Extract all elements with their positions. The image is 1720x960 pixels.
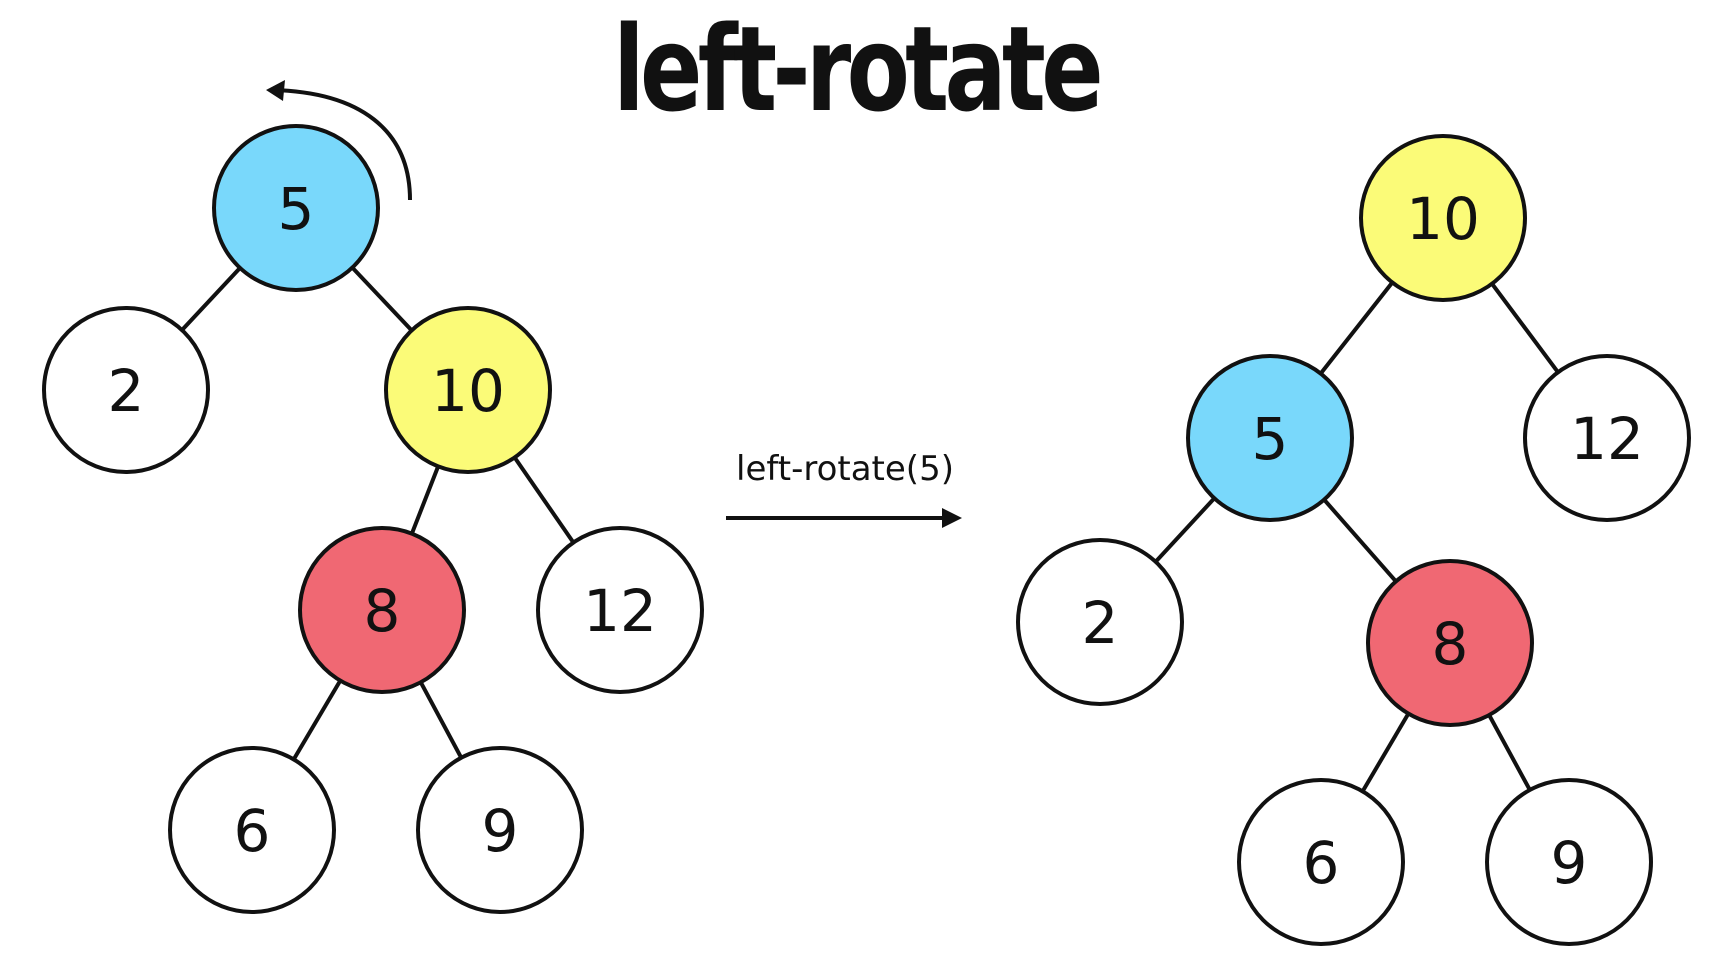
before-node-label: 9 <box>482 797 519 865</box>
before-node-circle <box>416 746 584 914</box>
after-node-6: 6 <box>1237 778 1405 946</box>
before-node-6: 6 <box>168 746 336 914</box>
after-node-2: 2 <box>1016 538 1184 706</box>
before-node-label: 6 <box>234 797 271 865</box>
before-node-circle <box>384 306 552 474</box>
before-node-circle <box>536 526 704 694</box>
after-node-label: 2 <box>1082 589 1119 657</box>
before-node-12: 12 <box>536 526 704 694</box>
after-node-label: 10 <box>1406 185 1480 253</box>
after-node-circle <box>1359 134 1527 302</box>
after-node-circle <box>1186 354 1354 522</box>
before-node-label: 2 <box>108 357 145 425</box>
after-node-9: 9 <box>1485 778 1653 946</box>
before-node-label: 8 <box>364 577 401 645</box>
after-node-circle <box>1016 538 1184 706</box>
after-node-label: 8 <box>1432 610 1469 678</box>
page-title: left-rotate <box>613 0 1104 138</box>
after-node-12: 12 <box>1523 354 1691 522</box>
after-node-label: 9 <box>1551 829 1588 897</box>
before-node-2: 2 <box>42 306 210 474</box>
before-node-5: 5 <box>212 124 380 292</box>
after-node-circle <box>1523 354 1691 522</box>
before-node-label: 12 <box>583 577 657 645</box>
after-node-circle <box>1485 778 1653 946</box>
after-node-8: 8 <box>1366 559 1534 727</box>
before-node-9: 9 <box>416 746 584 914</box>
after-node-5: 5 <box>1186 354 1354 522</box>
before-node-label: 5 <box>278 175 315 243</box>
transform-arrow-head-icon <box>942 508 962 528</box>
before-node-circle <box>212 124 380 292</box>
after-node-circle <box>1237 778 1405 946</box>
before-node-8: 8 <box>298 526 466 694</box>
after-node-label: 12 <box>1570 405 1644 473</box>
before-node-10: 10 <box>384 306 552 474</box>
operation-label: left-rotate(5) <box>736 449 954 489</box>
before-node-circle <box>42 306 210 474</box>
rotation-arrow-head-icon <box>266 80 285 101</box>
before-node-circle <box>168 746 336 914</box>
after-node-label: 6 <box>1303 829 1340 897</box>
after-node-label: 5 <box>1252 405 1289 473</box>
rotation-arrow-icon <box>271 88 412 201</box>
nodes-layer: 5 2 10 8 12 6 9 10 5 12 2 8 6 9 <box>42 124 1691 946</box>
after-node-10: 10 <box>1359 134 1527 302</box>
after-node-circle <box>1366 559 1534 727</box>
before-node-label: 10 <box>431 357 505 425</box>
before-node-circle <box>298 526 466 694</box>
